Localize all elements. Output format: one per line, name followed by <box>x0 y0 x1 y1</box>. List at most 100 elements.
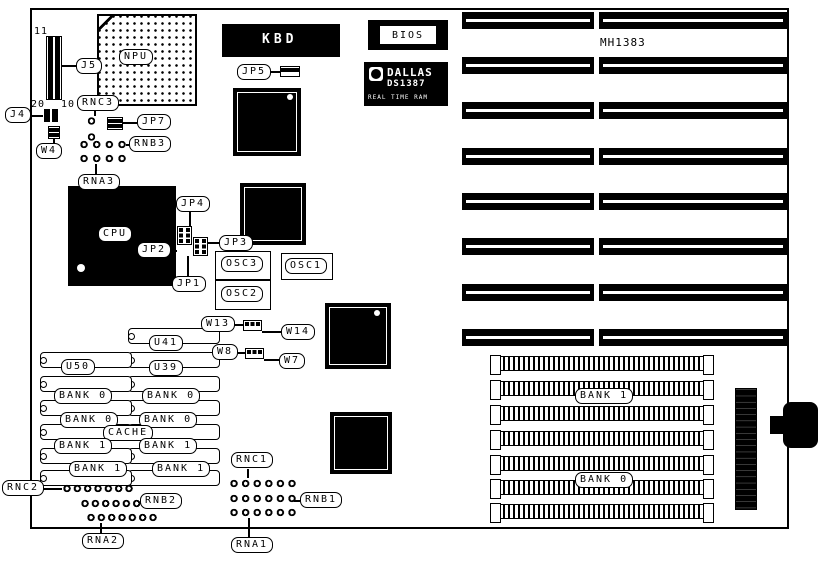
jumper-block-jp7 <box>107 117 123 130</box>
label-rnb1: RNB1 <box>300 492 343 508</box>
simm-socket-1 <box>490 355 714 375</box>
jumper-block-w13 <box>243 320 262 331</box>
label-bank0: BANK 0 <box>54 388 113 404</box>
isa-slot-3 <box>462 102 787 119</box>
label-rnb2: RNB2 <box>140 493 183 509</box>
qfp-pin1-dot <box>287 94 293 100</box>
rtc-desc: REAL TIME RAM <box>368 94 428 101</box>
label-simm-bank1: BANK 1 <box>575 388 634 404</box>
label-u50: U50 <box>61 359 96 375</box>
pin-number-20: 20 <box>31 99 46 110</box>
leader-line <box>29 115 43 117</box>
label-w4: W4 <box>36 143 63 159</box>
cpu-pin1-dot <box>77 264 85 272</box>
leader-line <box>264 359 279 361</box>
pin-number-11: 11 <box>34 26 49 37</box>
clock-icon <box>369 67 383 81</box>
label-npu: NPU <box>119 49 154 65</box>
label-jp5: JP5 <box>237 64 272 80</box>
sip-network-rnc3 <box>86 116 97 142</box>
leader-line <box>187 256 189 276</box>
qfp-pin1-dot <box>374 310 380 316</box>
jumper-block-jp <box>177 226 192 245</box>
jumper-block-jp <box>193 237 208 256</box>
qfp-chip <box>330 412 392 474</box>
sip-network-rnb2 <box>80 498 152 509</box>
label-bank1: BANK 1 <box>139 438 198 454</box>
kbd-chip <box>222 24 340 57</box>
label-w7: W7 <box>279 353 306 369</box>
label-rnc3: RNC3 <box>77 95 120 111</box>
label-osc2: OSC2 <box>221 286 264 302</box>
leader-line <box>94 111 96 116</box>
leader-line <box>123 122 137 124</box>
rtc-part: DS1387 <box>387 79 426 89</box>
isa-slot-5 <box>462 193 787 210</box>
leader-line <box>62 65 76 67</box>
label-jp7: JP7 <box>137 114 172 130</box>
jumper-block-w8 <box>245 348 264 359</box>
qfp-chip <box>325 303 391 369</box>
label-w13: W13 <box>201 316 236 332</box>
leader-line <box>248 518 250 538</box>
jumper-block-jp5 <box>280 66 300 77</box>
leader-line <box>267 71 280 73</box>
sip-network-rnc2 <box>62 483 134 494</box>
label-w8: W8 <box>212 344 239 360</box>
sip-network-rna1 <box>229 507 297 518</box>
label-cache: CACHE <box>103 425 154 441</box>
j4-connector <box>52 109 58 122</box>
isa-slot-1 <box>462 12 787 29</box>
label-rna1: RNA1 <box>231 537 274 553</box>
label-jp1: JP1 <box>172 276 207 292</box>
label-jp3: JP3 <box>219 235 254 251</box>
label-bank0: BANK 0 <box>60 412 119 428</box>
rtc-brand: DALLAS <box>387 66 433 79</box>
qfp-chip <box>240 183 306 245</box>
sip-network-rna2 <box>86 512 158 523</box>
label-j5: J5 <box>76 58 103 74</box>
leader-line <box>169 250 177 252</box>
label-jp4: JP4 <box>176 196 211 212</box>
leader-line <box>262 331 281 333</box>
label-u41: U41 <box>149 335 184 351</box>
isa-slot-7 <box>462 284 787 301</box>
leader-line <box>126 144 130 146</box>
sip-network-rnb3 <box>79 139 127 150</box>
jumper-block-w4 <box>48 126 60 139</box>
board-model: MH1383 <box>600 36 646 49</box>
leader-line <box>41 488 62 490</box>
label-osc1: OSC1 <box>285 258 328 274</box>
isa-slot-4 <box>462 148 787 165</box>
label-rna3: RNA3 <box>78 174 121 190</box>
label-bank1: BANK 1 <box>54 438 113 454</box>
label-rnc2: RNC2 <box>2 480 45 496</box>
label-w14: W14 <box>281 324 316 340</box>
label-bank0: BANK 0 <box>142 388 201 404</box>
label-bank1: BANK 1 <box>152 461 211 477</box>
leader-line <box>95 164 97 175</box>
isa-slot-8 <box>462 329 787 346</box>
sip-network-rnc1 <box>229 478 297 489</box>
label-bank1: BANK 1 <box>69 461 128 477</box>
sip-network-rnb1 <box>229 493 297 504</box>
leader-line <box>53 139 55 144</box>
bios-window: BIOS <box>380 26 436 44</box>
label-simm-bank0: BANK 0 <box>575 472 634 488</box>
label-osc3: OSC3 <box>221 256 264 272</box>
simm-socket-7 <box>490 503 714 523</box>
leader-line <box>294 500 300 502</box>
leader-line <box>208 242 220 244</box>
keyboard-din-connector <box>783 402 818 448</box>
pin-header-j5 <box>46 36 62 100</box>
power-pin-header <box>735 388 757 510</box>
isa-slot-2 <box>462 57 787 74</box>
label-cpu: CPU <box>98 226 133 242</box>
keyboard-connector-neck <box>770 416 784 434</box>
label-bank0: BANK 0 <box>139 412 198 428</box>
leader-line <box>238 352 245 354</box>
label-rna2: RNA2 <box>82 533 125 549</box>
simm-socket-4 <box>490 430 714 450</box>
label-rnc1: RNC1 <box>231 452 274 468</box>
